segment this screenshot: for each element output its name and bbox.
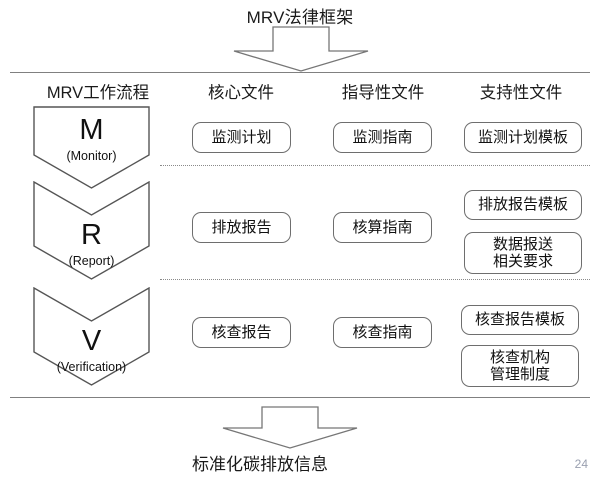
column-header-support-docs: 支持性文件: [479, 84, 563, 102]
doc-box-core-monitor[interactable]: 监测计划: [192, 122, 291, 153]
doc-box-core-report[interactable]: 排放报告: [192, 212, 291, 243]
diagram-outcome-label: 标准化碳排放信息: [192, 455, 328, 474]
doc-box-guidance-report[interactable]: 核算指南: [333, 212, 432, 243]
doc-box-core-verification[interactable]: 核查报告: [192, 317, 291, 348]
bottom-down-arrow-icon: [220, 406, 360, 450]
top-down-arrow-icon: [231, 26, 371, 73]
doc-box-support-monitor[interactable]: 监测计划模板: [464, 122, 582, 153]
header-divider-top: [10, 72, 590, 73]
footer-divider: [10, 397, 590, 398]
page-number: 24: [574, 457, 588, 471]
column-header-guidance-docs: 指导性文件: [341, 84, 425, 102]
doc-box-support-report-datareq[interactable]: 数据报送 相关要求: [464, 232, 582, 274]
doc-box-support-verification-institution[interactable]: 核查机构 管理制度: [461, 345, 579, 387]
doc-box-guidance-verification[interactable]: 核查指南: [333, 317, 432, 348]
doc-box-support-report-template[interactable]: 排放报告模板: [464, 190, 582, 220]
stage-chevron-monitor: M (Monitor): [33, 106, 150, 189]
column-header-workflow: MRV工作流程: [46, 84, 150, 102]
column-header-core-docs: 核心文件: [208, 84, 274, 102]
row-divider-monitor-report: [160, 165, 590, 166]
diagram-title: MRV法律框架: [246, 8, 354, 27]
stage-chevron-verification: V (Verification): [33, 287, 150, 386]
doc-box-guidance-monitor[interactable]: 监测指南: [333, 122, 432, 153]
row-divider-report-verification: [160, 279, 590, 280]
stage-chevron-report: R (Report): [33, 181, 150, 280]
doc-box-support-verification-template[interactable]: 核查报告模板: [461, 305, 579, 335]
